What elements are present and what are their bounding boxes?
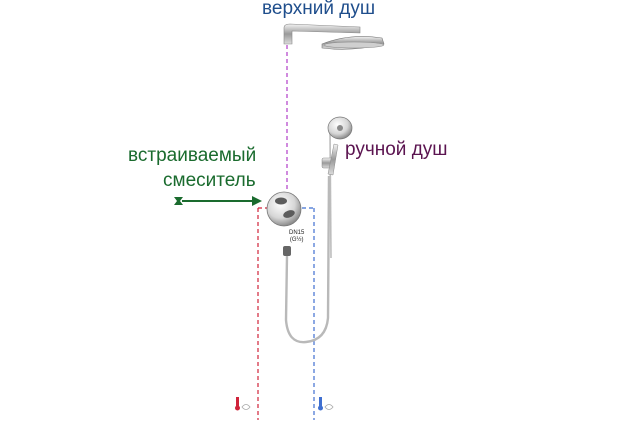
top-shower-label: верхний душ — [262, 0, 376, 19]
hose-outlet-icon — [283, 246, 291, 256]
dn-size-line1: DN15 — [289, 230, 305, 236]
cold-water-icon — [318, 397, 334, 411]
overhead-shower-head-icon — [321, 36, 385, 50]
slide-rail — [329, 131, 332, 259]
mixer-label-line2: смеситель — [163, 170, 256, 191]
dn-size-line2: (G½) — [289, 237, 304, 243]
dn-size-label: DN15 (G½) — [289, 230, 304, 244]
arrow-icon — [174, 196, 262, 206]
hand-shower-icon — [327, 116, 353, 176]
cold-water-pipe — [302, 207, 315, 420]
shower-hose — [284, 175, 331, 344]
overhead-shower-arm — [283, 23, 361, 45]
hand-shower-label: ручной душ — [345, 139, 448, 160]
hot-water-pipe — [257, 207, 268, 420]
hot-water-icon — [235, 397, 251, 411]
mixer-label-line1: встраиваемый — [128, 145, 257, 166]
mixer-icon — [266, 191, 302, 227]
